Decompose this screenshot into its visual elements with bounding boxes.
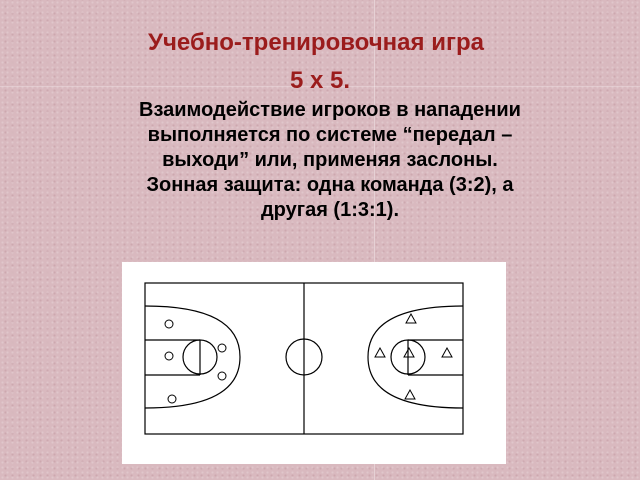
right-free-throw-circle [390, 339, 426, 375]
left-player-circle [217, 343, 227, 353]
paragraph-1-line-3: выходи” или, применяя заслоны. [162, 149, 498, 171]
right-player-triangle [403, 346, 415, 358]
background-horizontal-rule [0, 86, 640, 87]
paragraph-1-line-1: Взаимодействие игроков в нападении [139, 99, 521, 121]
paragraph-2-line-2: другая (1:3:1). [260, 199, 400, 221]
right-player-triangle [404, 388, 416, 400]
right-player-triangle [374, 346, 386, 358]
right-player-triangle [441, 346, 453, 358]
left-player-circle [167, 394, 177, 404]
court-drawing [144, 282, 464, 435]
right-three-point-arc [367, 305, 464, 409]
center-circle [285, 338, 323, 376]
background-vertical-rule [374, 0, 375, 480]
paragraph-1-line-2: выполняется по системе “передал – [147, 124, 513, 146]
paragraph-2-line-1: Зонная защита: одна команда (3:2), а [146, 174, 514, 196]
left-player-circle [164, 351, 174, 361]
left-player-circle [164, 319, 174, 329]
left-free-throw-circle [182, 339, 218, 375]
left-player-circle [217, 371, 227, 381]
right-player-triangle [405, 312, 417, 324]
basketball-court-diagram [122, 262, 506, 464]
slide-title-line-1: Учебно-тренировочная игра [148, 29, 484, 56]
slide-title-line-2: 5 х 5. [289, 67, 351, 94]
left-three-point-arc [144, 305, 241, 409]
slide-body: Взаимодействие игроков в нападении выпол… [40, 98, 620, 223]
